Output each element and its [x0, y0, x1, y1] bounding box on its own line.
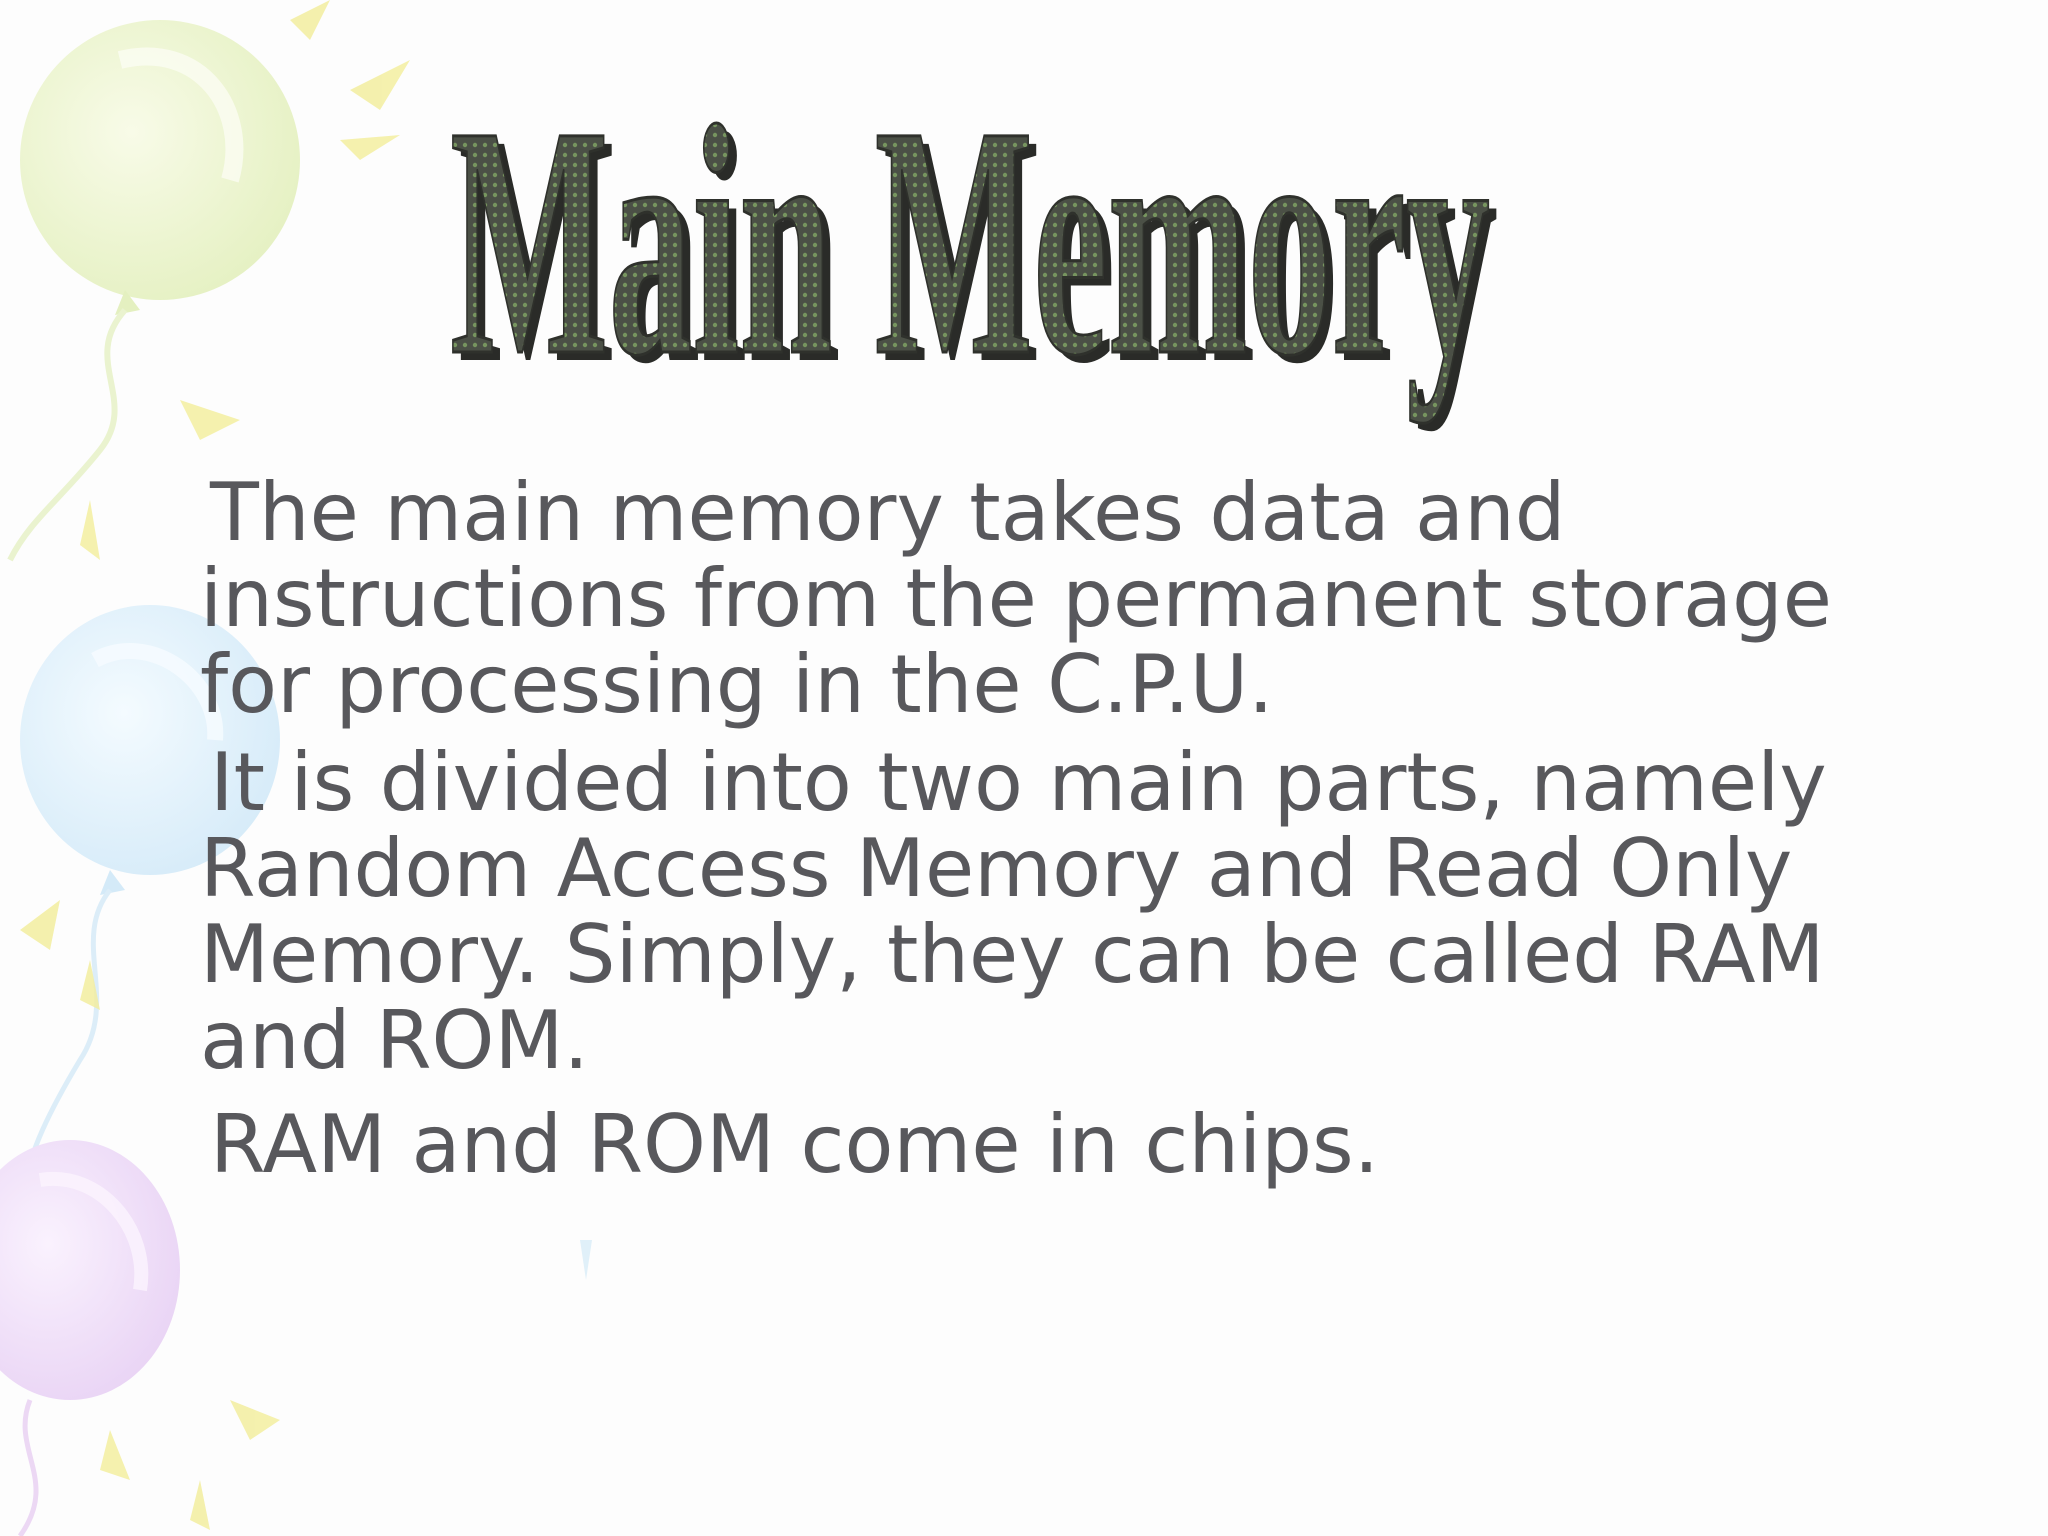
title-text: Main Memory [450, 70, 1490, 424]
balloon-blue-icon [17, 605, 280, 1201]
paragraph-2: It is divided into two main parts, namel… [200, 736, 1827, 1087]
balloon-purple-icon [0, 1140, 180, 1536]
slide-title: Main Memory Main Memory [440, 70, 1520, 470]
paragraph-1: The main memory takes data and instructi… [200, 466, 1832, 731]
paragraph-3: RAM and ROM come in chips. [210, 1098, 1380, 1191]
title-shadow: Main Memory [458, 70, 1498, 432]
sparkle-icon [20, 0, 410, 1530]
slide-body: The main memory takes data and instructi… [200, 470, 1900, 1200]
balloon-green-icon [7, 20, 300, 562]
